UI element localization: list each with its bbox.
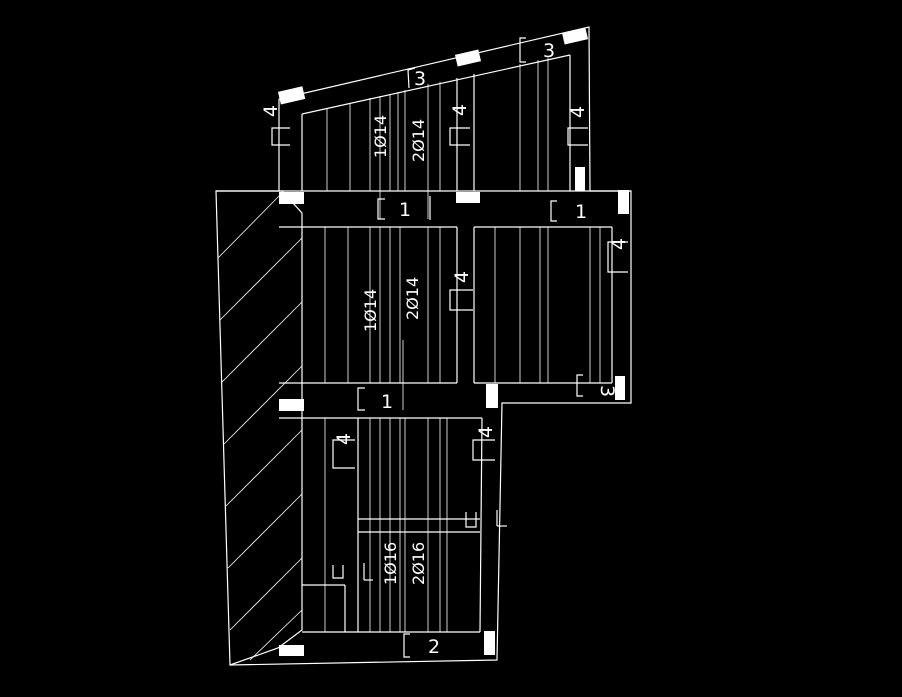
section-label: 3 <box>543 40 555 62</box>
section-label: 4 <box>451 271 473 283</box>
section-label: 4 <box>567 106 589 118</box>
beam-lines <box>279 54 631 633</box>
support-blocks <box>277 27 629 656</box>
section-label: 1 <box>575 201 587 223</box>
bar-label-bot-right: 2Ø16 <box>409 542 428 585</box>
section-label: 2 <box>428 636 440 658</box>
section-label: 1 <box>399 199 411 221</box>
section-brackets <box>271 37 628 658</box>
bar-label-mid-left: 1Ø14 <box>361 289 380 332</box>
hatched-wall <box>216 190 303 666</box>
bar-label-bot-left: 1Ø16 <box>381 542 400 585</box>
bar-label-top-right: 2Ø14 <box>409 119 428 162</box>
section-label: 4 <box>475 426 497 438</box>
section-labels: 3 3 1 1 1 3 2 4 4 4 4 4 4 4 <box>260 40 630 658</box>
section-label: 4 <box>608 238 630 250</box>
bar-label-top-left: 1Ø14 <box>371 115 390 158</box>
bar-label-mid-right: 2Ø14 <box>403 277 422 320</box>
section-label: 1 <box>381 391 393 413</box>
bar-labels: 1Ø14 2Ø14 1Ø14 2Ø14 1Ø16 2Ø16 <box>361 115 428 585</box>
section-label: 3 <box>414 68 426 90</box>
section-label: 3 <box>596 385 618 397</box>
section-label: 4 <box>260 105 282 117</box>
section-label: 4 <box>449 104 471 116</box>
section-label: 4 <box>333 433 355 445</box>
rebar-lines <box>324 58 601 632</box>
